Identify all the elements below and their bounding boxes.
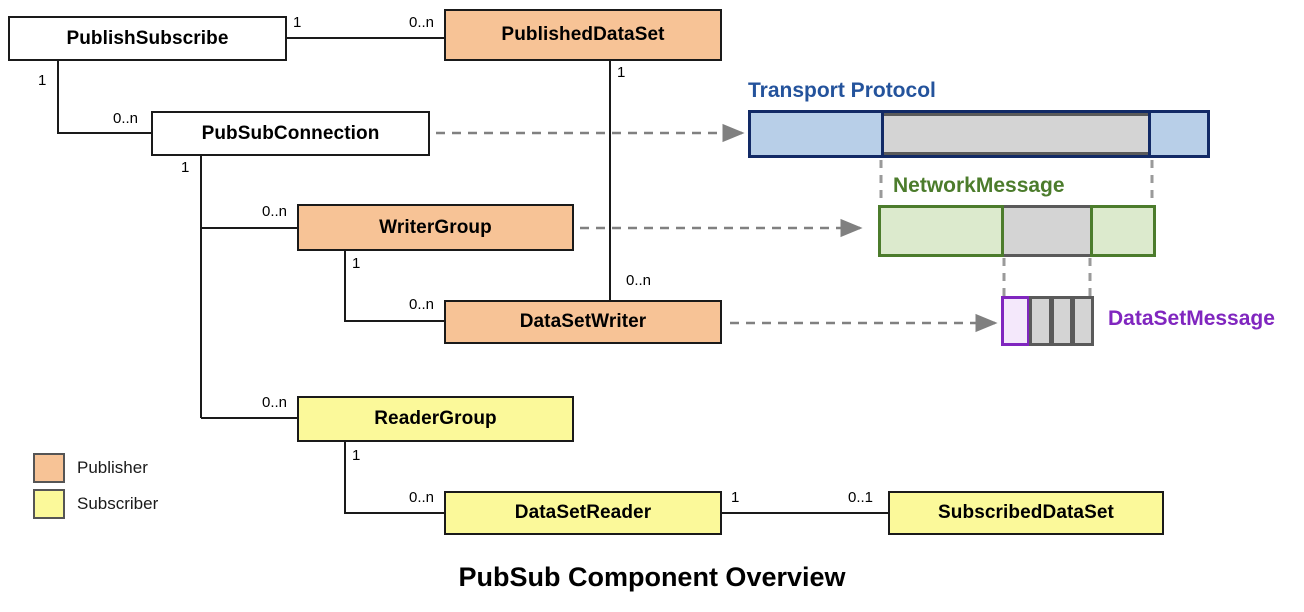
- assoc-ps-conn: [56, 60, 151, 135]
- caption-data-set-message: DataSetMessage: [1108, 307, 1275, 330]
- multiplicity-ps-pds-target: 0..n: [409, 14, 435, 31]
- multiplicity-conn-wg-source: 1: [181, 159, 190, 176]
- class-box-subscribed-data-set[interactable]: SubscribedDataSet: [888, 491, 1164, 535]
- transport-payload-divider: [881, 113, 1151, 155]
- class-label-data-set-reader: DataSetReader: [514, 502, 652, 523]
- multiplicity-pds-dsw-source: 1: [617, 64, 626, 81]
- legend-swatch-subscriber: [33, 489, 65, 519]
- multiplicity-rg-dsr-target: 0..n: [409, 489, 435, 506]
- data-set-message-header-segment: [1001, 296, 1030, 346]
- transport-protocol-bar: [748, 110, 1210, 158]
- class-label-published-data-set: PublishedDataSet: [501, 24, 665, 45]
- multiplicity-pds-dsw-target: 0..n: [626, 272, 652, 289]
- network-message-bar: [878, 205, 1156, 257]
- data-set-message-field-1: [1029, 296, 1052, 346]
- multiplicity-dsr-sds-target: 0..1: [848, 489, 874, 506]
- caption-network-message: NetworkMessage: [893, 174, 1065, 197]
- multiplicity-dsr-sds-source: 1: [731, 489, 740, 506]
- class-box-reader-group[interactable]: ReaderGroup: [297, 396, 574, 442]
- class-label-subscribed-data-set: SubscribedDataSet: [938, 502, 1114, 523]
- class-label-reader-group: ReaderGroup: [374, 408, 497, 429]
- legend-label-subscriber: Subscriber: [77, 494, 159, 513]
- class-label-data-set-writer: DataSetWriter: [519, 311, 647, 332]
- multiplicity-ps-pds-source: 1: [293, 14, 302, 31]
- class-box-published-data-set[interactable]: PublishedDataSet: [444, 9, 722, 61]
- multiplicity-conn-wg-target: 0..n: [262, 203, 288, 220]
- class-box-data-set-reader[interactable]: DataSetReader: [444, 491, 722, 535]
- multiplicity-ps-conn-target: 0..n: [113, 110, 139, 127]
- assoc-rg-dsr: [343, 441, 444, 515]
- assoc-wg-dsw: [343, 250, 444, 323]
- class-label-writer-group: WriterGroup: [379, 216, 492, 238]
- legend-label-publisher: Publisher: [77, 458, 148, 477]
- multiplicity-conn-rg-target: 0..n: [262, 394, 288, 411]
- transport-trailer-segment: [1151, 113, 1207, 155]
- class-box-publish-subscribe[interactable]: PublishSubscribe: [8, 16, 287, 61]
- multiplicity-wg-dsw-source: 1: [352, 255, 361, 272]
- transport-payload-segment: [881, 113, 1151, 155]
- network-message-payload-segment: [1004, 205, 1090, 257]
- class-box-pub-sub-connection[interactable]: PubSubConnection: [151, 111, 430, 156]
- multiplicity-ps-conn-source: 1: [38, 72, 47, 89]
- class-label-pub-sub-connection: PubSubConnection: [201, 122, 380, 144]
- multiplicity-wg-dsw-target: 0..n: [409, 296, 435, 313]
- class-box-data-set-writer[interactable]: DataSetWriter: [444, 300, 722, 344]
- caption-transport-protocol: Transport Protocol: [748, 79, 936, 102]
- multiplicity-rg-dsr-source: 1: [352, 447, 361, 464]
- network-message-header-segment: [878, 205, 1004, 257]
- network-message-trailer-segment: [1090, 205, 1156, 257]
- class-label-publish-subscribe: PublishSubscribe: [66, 27, 229, 49]
- class-box-writer-group[interactable]: WriterGroup: [297, 204, 574, 251]
- data-set-message-field-2: [1051, 296, 1073, 346]
- data-set-message-bar: [1001, 296, 1094, 346]
- legend-swatch-publisher: [33, 453, 65, 483]
- data-set-message-field-3: [1072, 296, 1094, 346]
- transport-header-segment: [751, 113, 881, 155]
- figure-title: PubSub Component Overview: [458, 562, 846, 592]
